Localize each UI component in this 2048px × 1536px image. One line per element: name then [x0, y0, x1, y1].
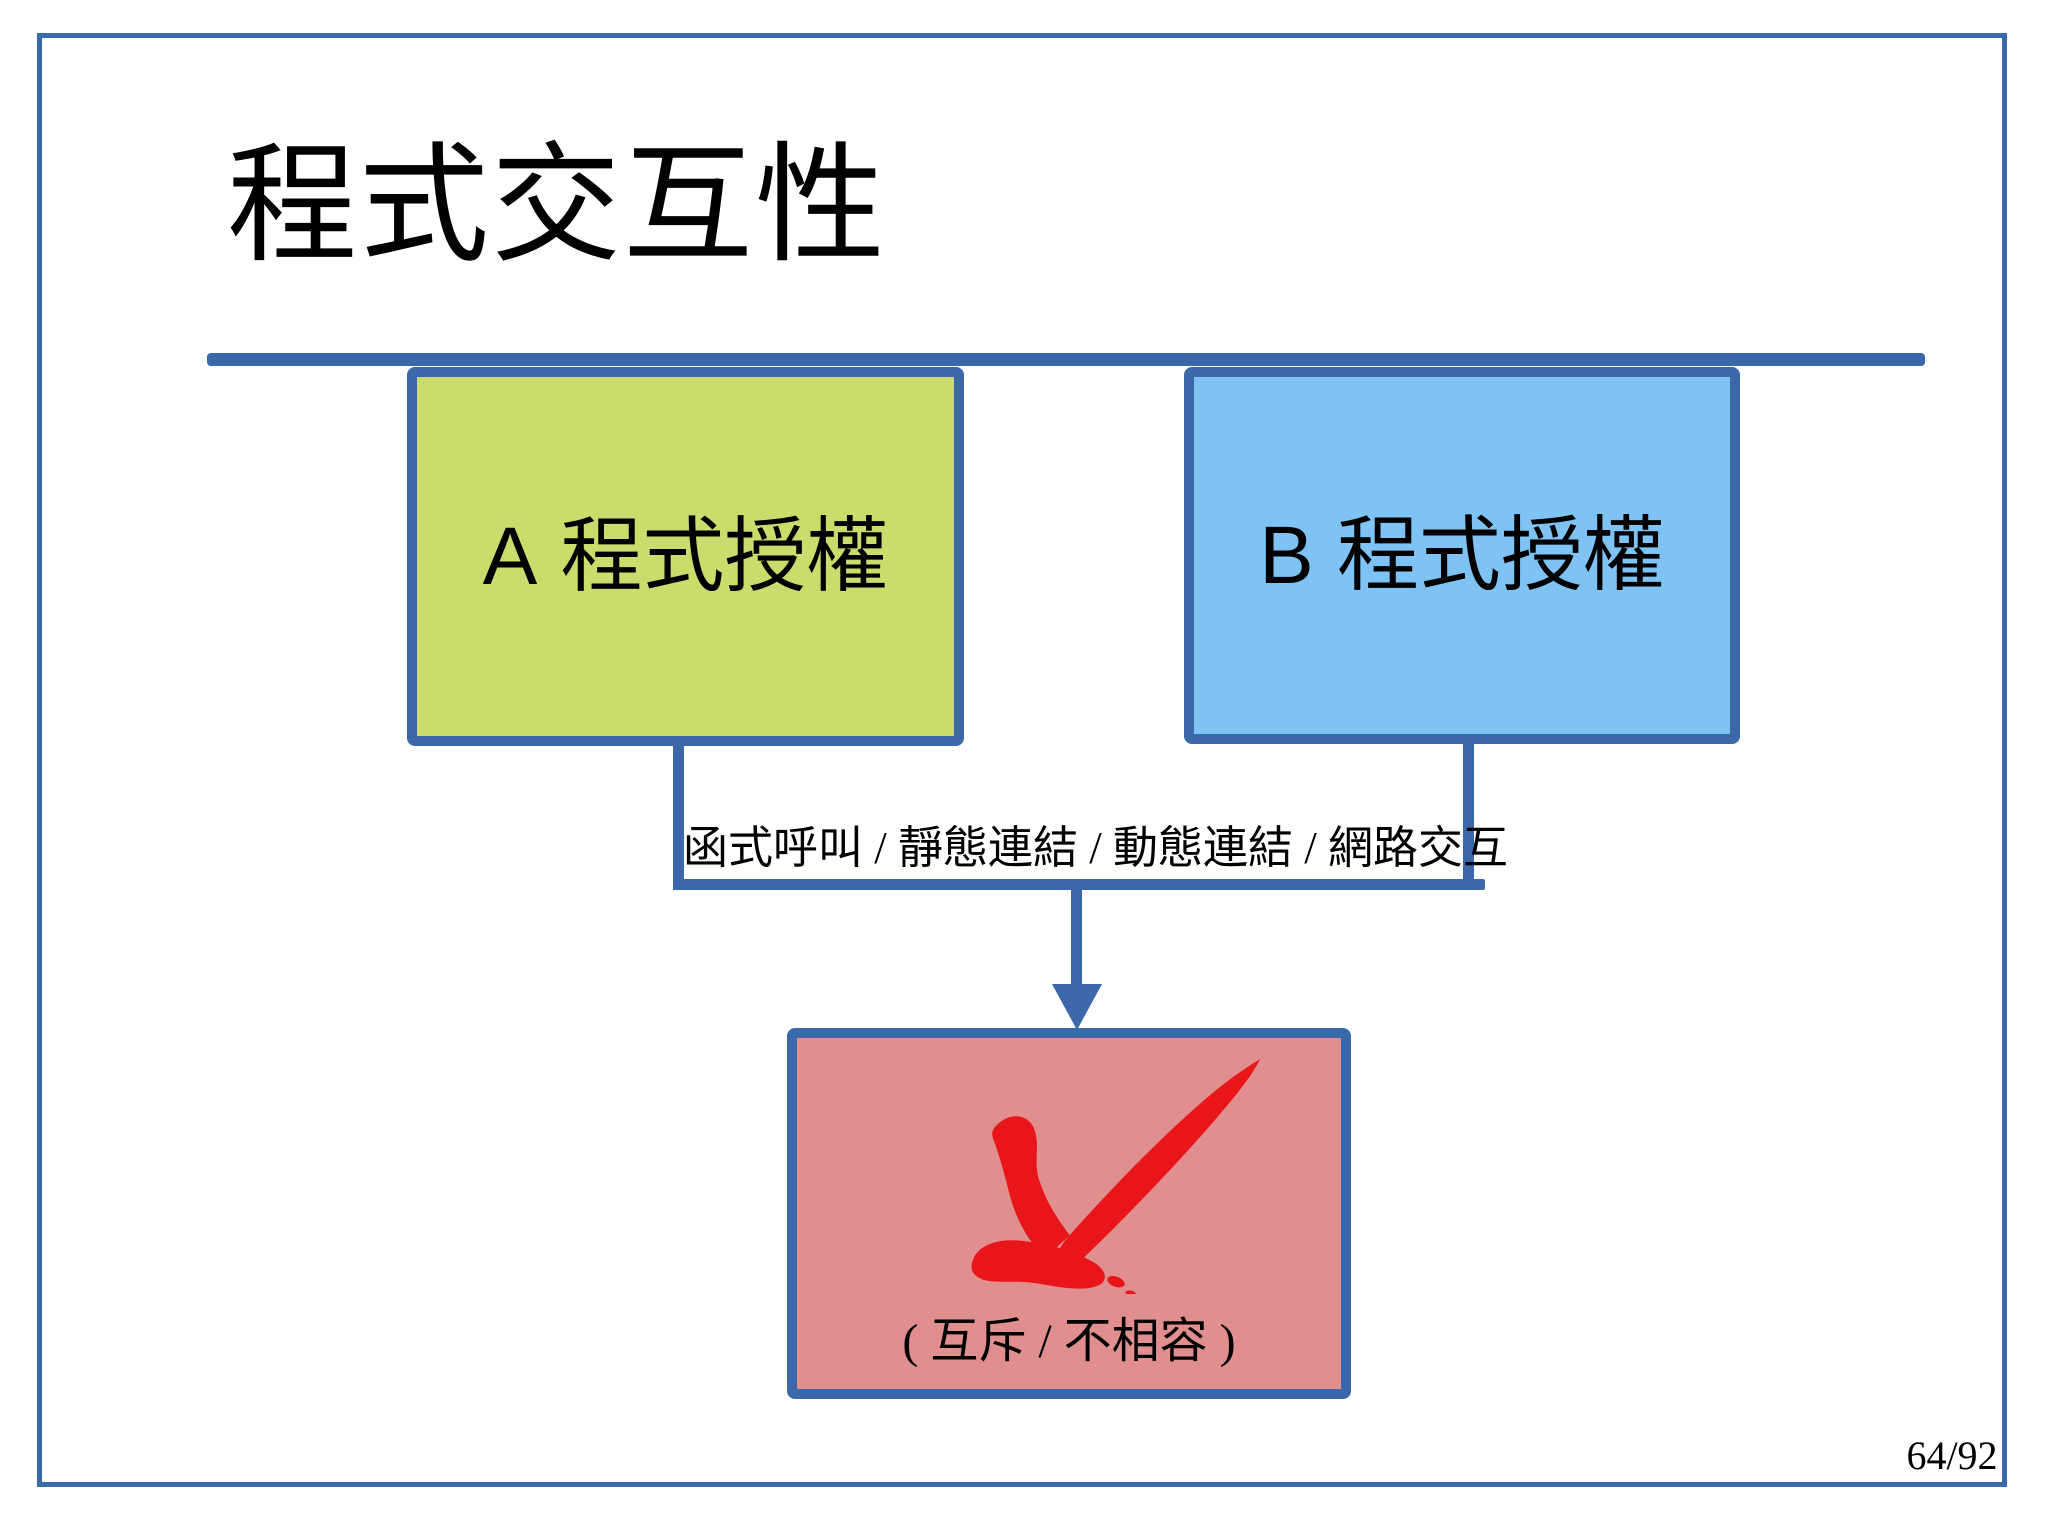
page-number: 64/92	[1906, 1433, 1998, 1478]
connector-bracket-bar	[673, 879, 1485, 890]
program-a-text: 程式授權	[560, 510, 889, 602]
connector-line-from-b	[1463, 741, 1474, 890]
program-b-letter: B	[1259, 509, 1314, 601]
result-label: ( 互斥 / 不相容 )	[902, 1315, 1236, 1368]
connector-line-from-a	[673, 744, 684, 890]
x-mark-icon	[971, 1059, 1260, 1294]
program-b-text: 程式授權	[1336, 509, 1665, 601]
title-divider-line	[207, 353, 1925, 366]
arrow-down-icon	[1052, 984, 1102, 1030]
page-title: 程式交互性	[227, 135, 888, 279]
result-box: ( 互斥 / 不相容 )	[787, 1028, 1351, 1399]
arrow-down-shaft	[1071, 889, 1082, 987]
program-a-letter: A	[482, 510, 538, 602]
connector-label: 函式呼叫 / 靜態連結 / 動態連結 / 網路交互	[683, 823, 1509, 873]
